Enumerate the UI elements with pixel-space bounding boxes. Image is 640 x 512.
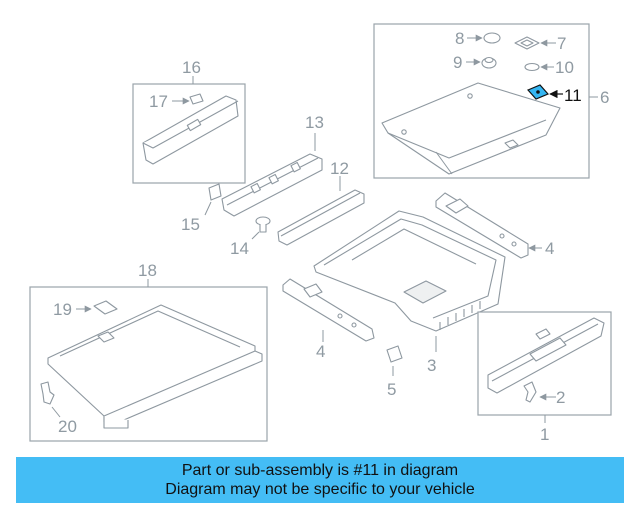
callout-7[interactable]: 7 — [557, 34, 566, 53]
callout-8[interactable]: 8 — [455, 29, 464, 48]
callout-3[interactable]: 3 — [427, 356, 436, 375]
part-4-lower: 4 — [282, 278, 375, 361]
part-13: 13 — [221, 113, 324, 217]
group-1-panel: 1 2 — [477, 311, 612, 444]
callout-18[interactable]: 18 — [138, 261, 157, 280]
part-12: 12 — [277, 159, 365, 246]
callout-9[interactable]: 9 — [453, 53, 462, 72]
part-5: 5 — [386, 345, 403, 399]
banner-line-2: Diagram may not be specific to your vehi… — [165, 481, 475, 498]
info-banner: Part or sub-assembly is #11 in diagram D… — [16, 457, 624, 503]
callout-5[interactable]: 5 — [387, 380, 396, 399]
part-14: 14 — [230, 216, 271, 258]
callout-4-lower[interactable]: 4 — [316, 342, 325, 361]
part-3: 3 — [313, 210, 506, 375]
callout-4-upper[interactable]: 4 — [545, 239, 554, 258]
callout-19[interactable]: 19 — [53, 300, 72, 319]
group-6-panel: 6 8 9 7 10 11 — [373, 23, 609, 179]
callout-16[interactable]: 16 — [182, 58, 201, 77]
part-4-upper: 4 — [435, 192, 554, 259]
callout-10[interactable]: 10 — [555, 58, 574, 77]
group-18-panel: 18 19 20 — [29, 261, 268, 442]
callout-2[interactable]: 2 — [556, 388, 565, 407]
callout-17[interactable]: 17 — [149, 92, 168, 111]
callout-6[interactable]: 6 — [600, 88, 609, 107]
banner-line-1: Part or sub-assembly is #11 in diagram — [181, 462, 459, 479]
group-16-panel: 16 17 — [132, 58, 246, 184]
callout-20[interactable]: 20 — [58, 417, 77, 436]
callout-14[interactable]: 14 — [230, 239, 249, 258]
callout-13[interactable]: 13 — [305, 113, 324, 132]
callout-11[interactable]: 11 — [564, 86, 582, 105]
callout-15[interactable]: 15 — [181, 215, 200, 234]
callout-12[interactable]: 12 — [330, 159, 349, 178]
callout-1[interactable]: 1 — [540, 425, 549, 444]
part-15: 15 — [181, 183, 222, 234]
